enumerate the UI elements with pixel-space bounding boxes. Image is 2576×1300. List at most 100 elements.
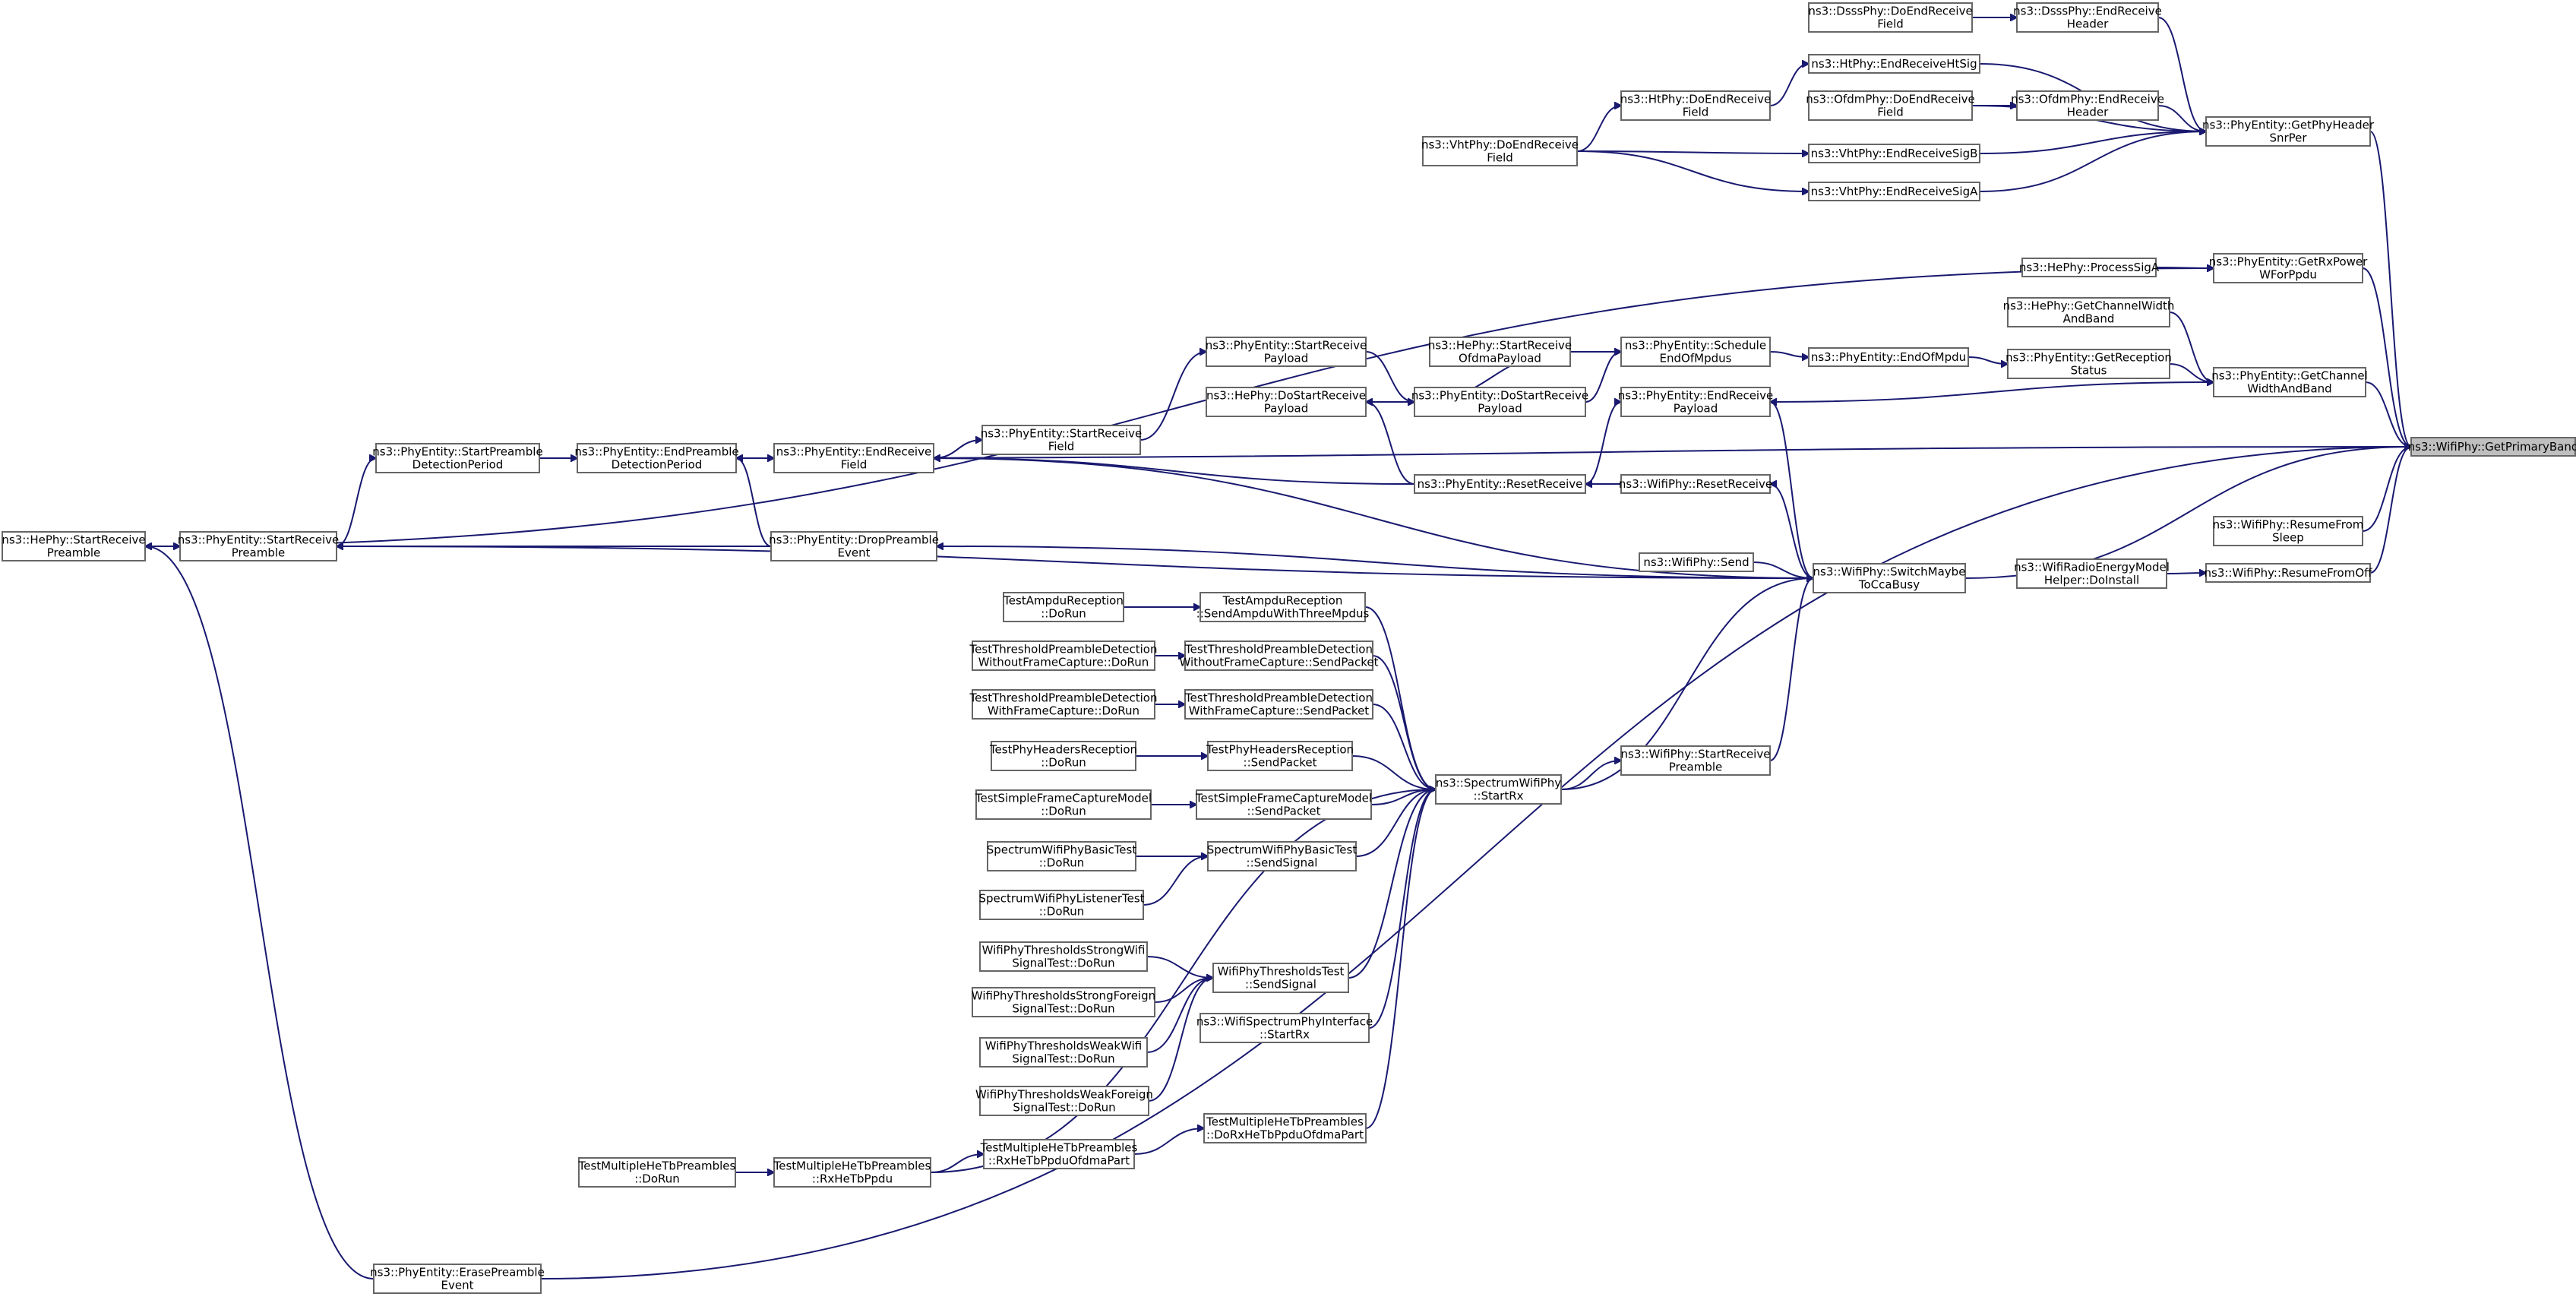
- call-edge: [336, 458, 376, 547]
- node-testampdureception-sendampduwiththreempdus[interactable]: TestAmpduReception::SendAmpduWithThreeMp…: [1196, 592, 1370, 622]
- node-label-line: Field: [1877, 17, 1904, 31]
- node-spectrumwifiphylistenertest-dorun[interactable]: SpectrumWifiPhyListenerTest::DoRun: [978, 890, 1145, 920]
- node-testmultiplehetbpreambles-dorxhetbppduofdmapart[interactable]: TestMultipleHeTbPreambles::DoRxHeTbPpduO…: [1203, 1113, 1367, 1143]
- node-wifiphythresholdsstrongwifi-signaltest-dorun[interactable]: WifiPhyThresholdsStrongWifiSignalTest::D…: [979, 941, 1148, 972]
- node-label-line: ::SendPacket: [1247, 805, 1321, 818]
- call-edge: [1576, 106, 1621, 152]
- node-box: [979, 1086, 1149, 1116]
- call-edge: [1368, 789, 1436, 1029]
- node-ns3-wifiphy-resetreceive[interactable]: ns3::WifiPhy::ResetReceive: [1619, 474, 1772, 494]
- node-testsimpleframecapturemodel-dorun[interactable]: TestSimpleFrameCaptureModel::DoRun: [975, 789, 1152, 820]
- node-label-line: ::DoRun: [1039, 905, 1085, 919]
- node-testmultiplehetbpreambles-rxhetbppdu[interactable]: TestMultipleHeTbPreambles::RxHeTbPpdu: [773, 1157, 931, 1188]
- call-edge: [1560, 761, 1621, 790]
- node-label-line: ns3::PhyEntity::EndReceive: [776, 445, 931, 459]
- node-box: [578, 1157, 736, 1188]
- node-testsimpleframecapturemodel-sendpacket[interactable]: TestSimpleFrameCaptureModel::SendPacket: [1195, 789, 1372, 820]
- node-testphyheadersreception-sendpacket[interactable]: TestPhyHeadersReception::SendPacket: [1206, 741, 1354, 771]
- node-testthresholdpreambledetection-withoutframecapture-sendpacket[interactable]: TestThresholdPreambleDetectionWithoutFra…: [1180, 641, 1379, 671]
- node-ns3-wifiphy-resumefromoff[interactable]: ns3::WifiPhy::ResumeFromOff: [2205, 563, 2373, 583]
- node-testthresholdpreambledetection-withframecapture-sendpacket[interactable]: TestThresholdPreambleDetectionWithFrameC…: [1184, 689, 1373, 720]
- call-edge: [1348, 789, 1436, 979]
- node-testampdureception-dorun[interactable]: TestAmpduReception::DoRun: [1003, 592, 1124, 622]
- node-wifiphythresholdsweakwifi-signaltest-dorun[interactable]: WifiPhyThresholdsWeakWifiSignalTest::DoR…: [979, 1037, 1148, 1068]
- node-box: [2213, 516, 2363, 546]
- node-ns3-phyentity-startpreamble-detectionperiod[interactable]: ns3::PhyEntity::StartPreambleDetectionPe…: [372, 443, 543, 473]
- node-label-line: ns3::WifiPhy::ResumeFromOff: [2205, 566, 2373, 580]
- node-ns3-phyentity-resetreceive[interactable]: ns3::PhyEntity::ResetReceive: [1414, 474, 1586, 494]
- node-label-line: Event: [441, 1279, 474, 1292]
- edge-layer: [145, 17, 2411, 1279]
- call-edge: [1769, 351, 1809, 357]
- node-ns3-vhtphy-endreceivesigb[interactable]: ns3::VhtPhy::EndReceiveSigB: [1808, 144, 1980, 163]
- node-label-line: ::DoRun: [634, 1172, 680, 1186]
- node-ns3-wifispectrumphyinterface-startrx[interactable]: ns3::WifiSpectrumPhyInterface::StartRx: [1196, 1013, 1373, 1043]
- node-ns3-vhtphy-endreceivesiga[interactable]: ns3::VhtPhy::EndReceiveSigA: [1808, 182, 1980, 201]
- call-edge: [2365, 381, 2411, 447]
- node-ns3-wifiphy-send[interactable]: ns3::WifiPhy::Send: [1639, 552, 1754, 572]
- node-testphyheadersreception-dorun[interactable]: TestPhyHeadersReception::DoRun: [989, 741, 1137, 771]
- node-spectrumwifiphybasictest-dorun[interactable]: SpectrumWifiPhyBasicTest::DoRun: [987, 841, 1137, 871]
- call-edge: [1968, 356, 2008, 364]
- call-edge: [1366, 402, 1415, 485]
- node-wifiphythresholdsstrongforeign-signaltest-dorun[interactable]: WifiPhyThresholdsStrongForeignSignalTest…: [972, 987, 1155, 1017]
- node-box: [773, 1157, 931, 1188]
- node-label-line: TestAmpduReception: [1222, 594, 1343, 608]
- node-ns3-phyentity-endofmpdu[interactable]: ns3::PhyEntity::EndOfMpdu: [1808, 347, 1969, 367]
- node-box: [1207, 741, 1353, 771]
- node-label-line: ::SendAmpduWithThreeMpdus: [1196, 607, 1370, 621]
- call-edge: [2169, 312, 2214, 382]
- node-label-line: ToCcaBusy: [1858, 578, 1920, 592]
- node-wifiphythresholdsweakforeign-signaltest-dorun[interactable]: WifiPhyThresholdsWeakForeignSignalTest::…: [975, 1086, 1153, 1116]
- node-box: [773, 443, 934, 473]
- node-ns3-spectrumwifiphy-startrx[interactable]: ns3::SpectrumWifiPhy::StartRx: [1435, 774, 1562, 805]
- node-box: [2007, 349, 2170, 379]
- node-ns3-wifiradioenergymodel-helper-doinstall[interactable]: ns3::WifiRadioEnergyModelHelper::DoInsta…: [2014, 558, 2170, 589]
- node-testthresholdpreambledetection-withoutframecapture-dorun[interactable]: TestThresholdPreambleDetectionWithoutFra…: [969, 641, 1158, 671]
- node-label-line: ns3::PhyEntity::StartReceive: [178, 533, 340, 547]
- node-ns3-wifiphy-getprimaryband[interactable]: ns3::WifiPhy::GetPrimaryBand: [2408, 437, 2576, 457]
- node-spectrumwifiphybasictest-sendsignal[interactable]: SpectrumWifiPhyBasicTest::SendSignal: [1207, 841, 1358, 871]
- node-label-line: Preamble: [1669, 761, 1723, 774]
- node-box: [770, 531, 937, 561]
- node-label-line: WithoutFrameCapture::SendPacket: [1180, 656, 1379, 669]
- node-ns3-htphy-endreceivehtsig[interactable]: ns3::HtPhy::EndReceiveHtSig: [1808, 54, 1980, 74]
- node-box: [1184, 641, 1373, 671]
- node-ns3-hephy-processsiga[interactable]: ns3::HePhy::ProcessSigA: [2019, 258, 2160, 277]
- node-label-line: ns3::PhyEntity::StartReceive: [981, 427, 1143, 441]
- node-ns3-phyentity-endpreamble-detectionperiod[interactable]: ns3::PhyEntity::EndPreambleDetectionPeri…: [574, 443, 739, 473]
- node-wifiphythresholdstest-sendsignal[interactable]: WifiPhyThresholdsTest::SendSignal: [1212, 963, 1349, 993]
- node-testmultiplehetbpreambles-rxhetbppduofdmapart[interactable]: TestMultipleHeTbPreambles::RxHeTbPpduOfd…: [980, 1139, 1138, 1169]
- node-label-line: SpectrumWifiPhyBasicTest: [987, 843, 1137, 857]
- node-testthresholdpreambledetection-withframecapture-dorun[interactable]: TestThresholdPreambleDetectionWithFrameC…: [969, 689, 1158, 720]
- node-box: [375, 443, 540, 473]
- node-box: [987, 841, 1136, 871]
- node-testmultiplehetbpreambles-dorun[interactable]: TestMultipleHeTbPreambles::DoRun: [578, 1157, 736, 1188]
